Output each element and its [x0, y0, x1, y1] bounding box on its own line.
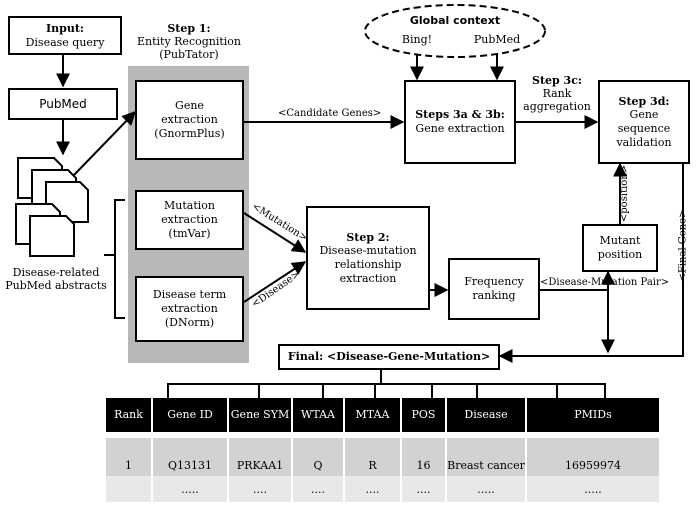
edge-final-table: [167, 383, 606, 398]
table-cell: .....: [446, 476, 527, 502]
edge-abstracts-bracket: [114, 199, 125, 319]
table-header-row: Rank Gene ID Gene SYM WTAA MTAA POS Dise…: [106, 398, 661, 432]
table-header: Disease: [446, 398, 527, 432]
edge-disease-step2: [243, 261, 307, 303]
table-row: 1 Q13131 PRKAA1 Q R 16 Breast cancer 169…: [106, 438, 661, 476]
edge-abstracts-gene: [73, 110, 136, 176]
table-cell: ....: [292, 476, 345, 502]
document-stack-icon: [15, 157, 89, 257]
final-box: Final: <Disease-Gene-Mutation>: [278, 344, 500, 370]
table-cell: 1: [106, 438, 153, 476]
pubmed-box: PubMed: [8, 88, 118, 120]
table-cell: R: [344, 438, 402, 476]
step3c-label: Step 3c: Rank aggregation: [523, 74, 591, 114]
step3d-box: Step 3d: Gene sequence validation: [598, 80, 690, 164]
table-cell: PRKAA1: [228, 438, 293, 476]
step2-box: Step 2: Disease-mutation relationship ex…: [306, 206, 430, 310]
table-header: Rank: [106, 398, 153, 432]
result-table: Rank Gene ID Gene SYM WTAA MTAA POS Dise…: [106, 398, 661, 502]
candidate-genes-label: <Candidate Genes>: [278, 108, 382, 119]
table-cell: Q: [292, 438, 345, 476]
table-cell: [106, 476, 153, 502]
table-header: WTAA: [292, 398, 345, 432]
step1-title: Step 1: Entity Recognition (PubTator): [136, 22, 242, 62]
table-header: POS: [401, 398, 447, 432]
disease-extraction-box: Disease term extraction (DNorm): [135, 276, 244, 342]
table-row: ..... .... .... .... .... ..... .....: [106, 476, 661, 502]
table-cell: ....: [344, 476, 402, 502]
table-header: Gene SYM: [228, 398, 293, 432]
pair-label: <Disease-Mutation Pair>: [540, 277, 670, 288]
global-context-ellipse: [364, 4, 546, 58]
table-cell: 16: [401, 438, 447, 476]
table-header: PMIDs: [526, 398, 661, 432]
frequency-ranking-box: Frequency ranking: [448, 258, 540, 320]
position-edge-label: <position>: [619, 164, 631, 223]
table-cell: Breast cancer: [446, 438, 527, 476]
input-sub: Disease query: [25, 35, 105, 49]
input-title: Input:: [46, 21, 84, 35]
table-cell: .....: [152, 476, 229, 502]
table-header: Gene ID: [152, 398, 229, 432]
gene-extraction-box: Gene extraction (GnormPlus): [135, 80, 244, 160]
final-gene-edge-label: <Final Gene>: [677, 209, 689, 282]
table-cell: 16959974: [526, 438, 661, 476]
table-cell: ....: [228, 476, 293, 502]
edge-mutation-step2: [243, 212, 307, 253]
step3ab-box: Steps 3a & 3b: Gene extraction: [404, 80, 516, 164]
mutation-extraction-box: Mutation extraction (tmVar): [135, 190, 244, 250]
table-cell: ....: [401, 476, 447, 502]
bing-label: Bing!: [401, 33, 433, 46]
pubmed-label: PubMed: [39, 96, 87, 111]
table-header: MTAA: [344, 398, 402, 432]
global-pubmed-label: PubMed: [473, 33, 521, 46]
input-box: Input: Disease query: [8, 16, 122, 55]
table-cell: .....: [526, 476, 661, 502]
abstracts-label: Disease-related PubMed abstracts: [5, 266, 107, 293]
global-context-title: Global context: [409, 14, 501, 27]
edge-finalgene: [498, 140, 684, 363]
mutant-position-box: Mutant position: [582, 224, 658, 272]
table-cell: Q13131: [152, 438, 229, 476]
